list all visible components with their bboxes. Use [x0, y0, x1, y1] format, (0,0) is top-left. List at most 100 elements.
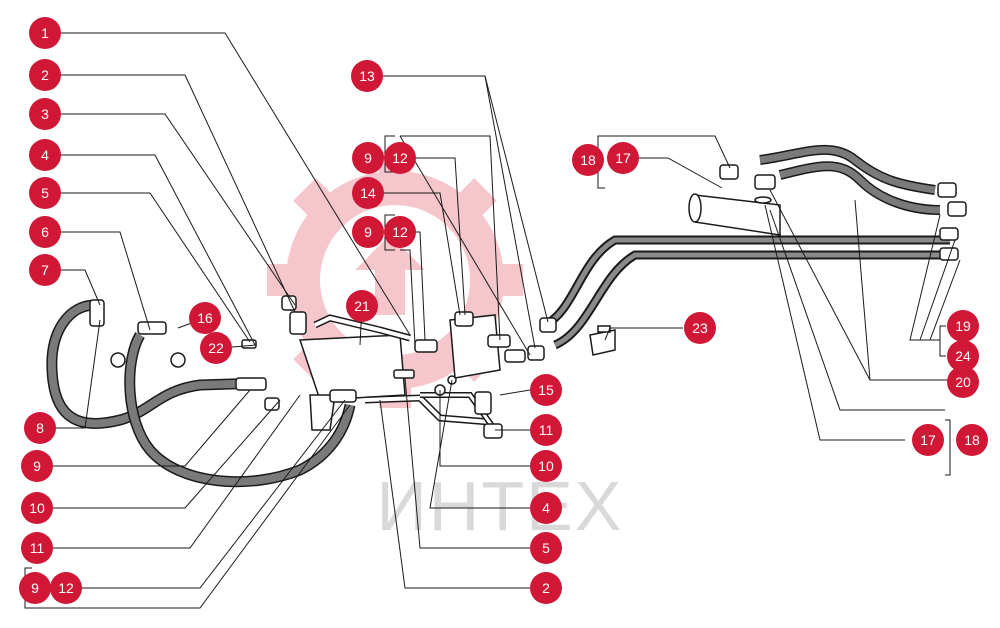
callout-10-right[interactable]: 10: [530, 450, 562, 482]
callout-21[interactable]: 21: [346, 290, 378, 322]
svg-text:24: 24: [955, 348, 971, 364]
fitting-17-top: [719, 164, 739, 180]
fitting-15-tee: [474, 391, 492, 415]
svg-text:9: 9: [31, 580, 39, 596]
svg-text:1: 1: [41, 25, 49, 41]
callout-13[interactable]: 13: [351, 60, 383, 92]
callout-17-lower[interactable]: 17: [912, 424, 944, 456]
callout-3[interactable]: 3: [29, 98, 61, 130]
svg-text:5: 5: [542, 540, 550, 556]
fitting-right-c: [939, 227, 959, 241]
right-fittings: [527, 164, 967, 361]
valve-block-left: [298, 334, 406, 401]
svg-text:21: 21: [354, 298, 370, 314]
leader-lines: [24, 32, 961, 609]
callout-2-right[interactable]: 2: [530, 572, 562, 604]
svg-text:23: 23: [692, 320, 708, 336]
fitting-9-left: [235, 377, 267, 391]
svg-text:18: 18: [580, 152, 596, 168]
callout-10-left[interactable]: 10: [21, 492, 53, 524]
callout-23[interactable]: 23: [684, 312, 716, 344]
callout-5-right[interactable]: 5: [530, 532, 562, 564]
center-assembly: [313, 314, 498, 432]
right-pipes: [542, 144, 950, 350]
svg-text:7: 7: [41, 262, 49, 278]
callout-18-lower[interactable]: 18: [956, 424, 988, 456]
callout-4[interactable]: 4: [29, 139, 61, 171]
svg-text:9: 9: [33, 458, 41, 474]
callout-12-center-lower[interactable]: 12: [384, 216, 416, 248]
fitting-12-center: [414, 339, 438, 353]
callout-20[interactable]: 20: [947, 366, 979, 398]
callout-14[interactable]: 14: [352, 177, 384, 209]
tee-fitting-2: [289, 311, 307, 335]
callout-9-left[interactable]: 9: [21, 450, 53, 482]
svg-text:17: 17: [920, 432, 936, 448]
fitting-17-mid: [754, 174, 776, 190]
svg-text:13: 13: [359, 68, 375, 84]
svg-text:17: 17: [615, 150, 631, 166]
fitting-11-left: [329, 389, 357, 403]
callout-4-right[interactable]: 4: [530, 492, 562, 524]
fitting-9-center: [487, 334, 511, 348]
fitting-14: [454, 311, 474, 327]
callout-12-center-upper[interactable]: 12: [384, 142, 416, 174]
callout-12-bottom[interactable]: 12: [50, 572, 82, 604]
callout-9-center-upper[interactable]: 9: [352, 142, 384, 174]
nut-16b: [170, 352, 186, 368]
seal-ring: [754, 196, 772, 204]
svg-text:4: 4: [41, 147, 49, 163]
elbow-right-b: [947, 201, 967, 217]
callout-22[interactable]: 22: [200, 332, 232, 364]
callout-5[interactable]: 5: [29, 177, 61, 209]
svg-text:10: 10: [29, 500, 45, 516]
cylinder-end: [688, 193, 702, 223]
callout-1[interactable]: 1: [29, 17, 61, 49]
valve-block-center: [449, 314, 501, 379]
svg-text:18: 18: [964, 432, 980, 448]
callout-9-bottom[interactable]: 9: [19, 572, 51, 604]
svg-text:9: 9: [364, 224, 372, 240]
callout-15[interactable]: 15: [530, 374, 562, 406]
svg-text:12: 12: [392, 224, 408, 240]
callout-2[interactable]: 2: [29, 59, 61, 91]
callout-9-center-lower[interactable]: 9: [352, 216, 384, 248]
svg-text:9: 9: [364, 150, 372, 166]
callout-11-right[interactable]: 11: [530, 414, 562, 446]
callout-19[interactable]: 19: [947, 310, 979, 342]
svg-text:14: 14: [360, 185, 376, 201]
svg-text:19: 19: [955, 318, 971, 334]
svg-text:5: 5: [41, 185, 49, 201]
plug-left: [264, 397, 280, 411]
svg-text:16: 16: [197, 310, 213, 326]
callout-16[interactable]: 16: [189, 302, 221, 334]
callout-6[interactable]: 6: [29, 216, 61, 248]
fitting-16-elbow: [137, 321, 167, 335]
fitting-right-d: [939, 247, 959, 261]
svg-text:11: 11: [30, 540, 45, 556]
callout-18-upper[interactable]: 18: [572, 144, 604, 176]
bolt-5: [393, 369, 415, 379]
center-fittings: [393, 311, 526, 439]
svg-text:12: 12: [58, 580, 74, 596]
svg-text:8: 8: [36, 420, 44, 436]
svg-text:6: 6: [41, 224, 49, 240]
callouts: 1 2 3 4 5 6 7 8 9 10 11 9 12 16 22 21 13…: [19, 17, 988, 604]
callout-8[interactable]: 8: [24, 412, 56, 444]
svg-text:10: 10: [538, 458, 554, 474]
callout-11-left[interactable]: 11: [21, 532, 53, 564]
switch-23: [589, 329, 616, 356]
callout-17-upper[interactable]: 17: [607, 142, 639, 174]
callout-24[interactable]: 24: [947, 340, 979, 372]
fitting-12-right: [504, 349, 526, 363]
watermark-text: ИНТЕХ: [376, 467, 623, 545]
svg-text:15: 15: [538, 382, 554, 398]
callout-7[interactable]: 7: [29, 254, 61, 286]
elbow-right-a: [937, 182, 957, 198]
fitting-7: [89, 299, 105, 327]
fitting-13-upper: [539, 317, 557, 333]
svg-text:20: 20: [955, 374, 971, 390]
svg-text:2: 2: [542, 580, 550, 596]
